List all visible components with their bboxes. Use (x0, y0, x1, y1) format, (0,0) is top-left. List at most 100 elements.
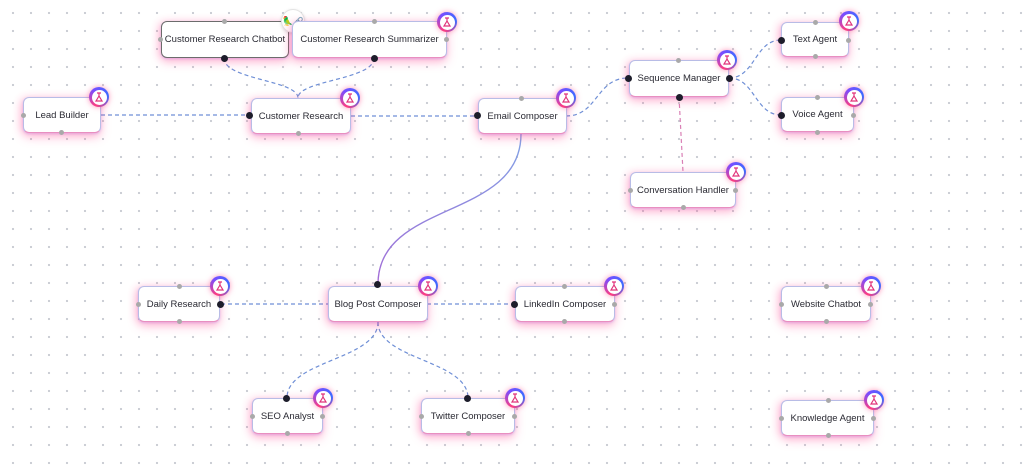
port[interactable] (676, 58, 681, 63)
node-label: Blog Post Composer (334, 298, 422, 310)
node-conversation-handler[interactable]: Conversation Handler (630, 172, 736, 208)
port[interactable] (871, 416, 876, 421)
port[interactable] (681, 205, 686, 210)
node-label: LinkedIn Composer (523, 298, 607, 310)
node-label: Voice Agent (792, 109, 843, 120)
agent-icon[interactable] (861, 276, 881, 296)
input-port[interactable] (778, 112, 785, 119)
node-label: Knowledge Agent (790, 412, 865, 424)
port[interactable] (177, 284, 182, 289)
input-port[interactable] (474, 112, 481, 119)
port[interactable] (779, 302, 784, 307)
agent-icon[interactable] (844, 87, 864, 107)
agent-icon[interactable] (604, 276, 624, 296)
node-blog-post-composer[interactable]: Blog Post Composer (328, 286, 428, 322)
input-port[interactable] (217, 301, 224, 308)
port[interactable] (824, 284, 829, 289)
node-label: Text Agent (792, 34, 838, 45)
agent-icon[interactable] (340, 88, 360, 108)
input-port[interactable] (511, 301, 518, 308)
port[interactable] (851, 113, 856, 118)
port[interactable] (419, 414, 424, 419)
node-customer-research-summarizer[interactable]: Customer Research Summarizer (292, 21, 447, 58)
port[interactable] (562, 319, 567, 324)
node-customer-research[interactable]: Customer Research (251, 98, 351, 134)
agent-icon[interactable] (89, 87, 109, 107)
port[interactable] (628, 188, 633, 193)
input-port[interactable] (374, 281, 381, 288)
agent-icon[interactable] (418, 276, 438, 296)
node-email-composer[interactable]: Email Composer (478, 98, 567, 134)
node-label: Website Chatbot (790, 298, 862, 310)
port[interactable] (813, 20, 818, 25)
agent-icon[interactable] (437, 12, 457, 32)
edge-blog-seo (286, 321, 379, 399)
input-port[interactable] (464, 395, 471, 402)
node-label: Twitter Composer (430, 410, 506, 422)
port[interactable] (320, 414, 325, 419)
edge-email-blog (377, 133, 522, 285)
node-seo-analyst[interactable]: SEO Analyst (252, 398, 323, 434)
input-port[interactable] (283, 395, 290, 402)
port[interactable] (466, 431, 471, 436)
node-website-chatbot[interactable]: Website Chatbot (781, 286, 871, 322)
input-port[interactable] (778, 37, 785, 44)
port[interactable] (444, 37, 449, 42)
port[interactable] (779, 416, 784, 421)
node-knowledge-agent[interactable]: Knowledge Agent (781, 400, 874, 436)
port[interactable] (813, 54, 818, 59)
port[interactable] (59, 130, 64, 135)
node-customer-research-chatbot[interactable]: Customer Research Chatbot (161, 21, 289, 58)
port[interactable] (846, 38, 851, 43)
node-sequence-manager[interactable]: Sequence Manager (629, 60, 729, 97)
node-label: SEO Analyst (260, 410, 315, 422)
agent-icon[interactable] (505, 388, 525, 408)
port[interactable] (177, 319, 182, 324)
agent-icon[interactable] (839, 11, 859, 31)
input-port[interactable] (726, 75, 733, 82)
node-voice-agent[interactable]: Voice Agent (781, 97, 854, 132)
port[interactable] (285, 431, 290, 436)
agent-icon[interactable] (726, 162, 746, 182)
port[interactable] (21, 113, 26, 118)
port[interactable] (562, 284, 567, 289)
node-daily-research[interactable]: Daily Research (138, 286, 220, 322)
agent-icon[interactable] (556, 88, 576, 108)
node-label: Conversation Handler (637, 184, 729, 196)
edge-crc-cr (223, 57, 299, 99)
port[interactable] (826, 433, 831, 438)
input-port[interactable] (371, 55, 378, 62)
port[interactable] (250, 414, 255, 419)
port[interactable] (815, 95, 820, 100)
port[interactable] (512, 414, 517, 419)
port[interactable] (519, 96, 524, 101)
input-port[interactable] (676, 94, 683, 101)
input-port[interactable] (625, 75, 632, 82)
port[interactable] (296, 131, 301, 136)
chatbot-icon: 🦜 (282, 15, 294, 26)
port[interactable] (612, 302, 617, 307)
agent-icon[interactable] (717, 50, 737, 70)
port[interactable] (158, 37, 163, 42)
port[interactable] (815, 130, 820, 135)
input-port[interactable] (246, 112, 253, 119)
node-linkedin-composer[interactable]: LinkedIn Composer (515, 286, 615, 322)
port[interactable] (372, 19, 377, 24)
agent-icon[interactable] (864, 390, 884, 410)
port[interactable] (826, 398, 831, 403)
port[interactable] (733, 188, 738, 193)
port[interactable] (222, 19, 227, 24)
port[interactable] (824, 319, 829, 324)
input-port[interactable] (221, 55, 228, 62)
agent-icon[interactable] (210, 276, 230, 296)
node-label: Customer Research Chatbot (164, 34, 286, 45)
agent-icon[interactable] (313, 388, 333, 408)
node-label: Lead Builder (35, 109, 89, 121)
node-label: Sequence Manager (637, 73, 721, 84)
node-twitter-composer[interactable]: Twitter Composer (421, 398, 515, 434)
port[interactable] (136, 302, 141, 307)
node-lead-builder[interactable]: Lead Builder (23, 97, 101, 133)
port[interactable] (868, 302, 873, 307)
node-text-agent[interactable]: Text Agent (781, 22, 849, 57)
